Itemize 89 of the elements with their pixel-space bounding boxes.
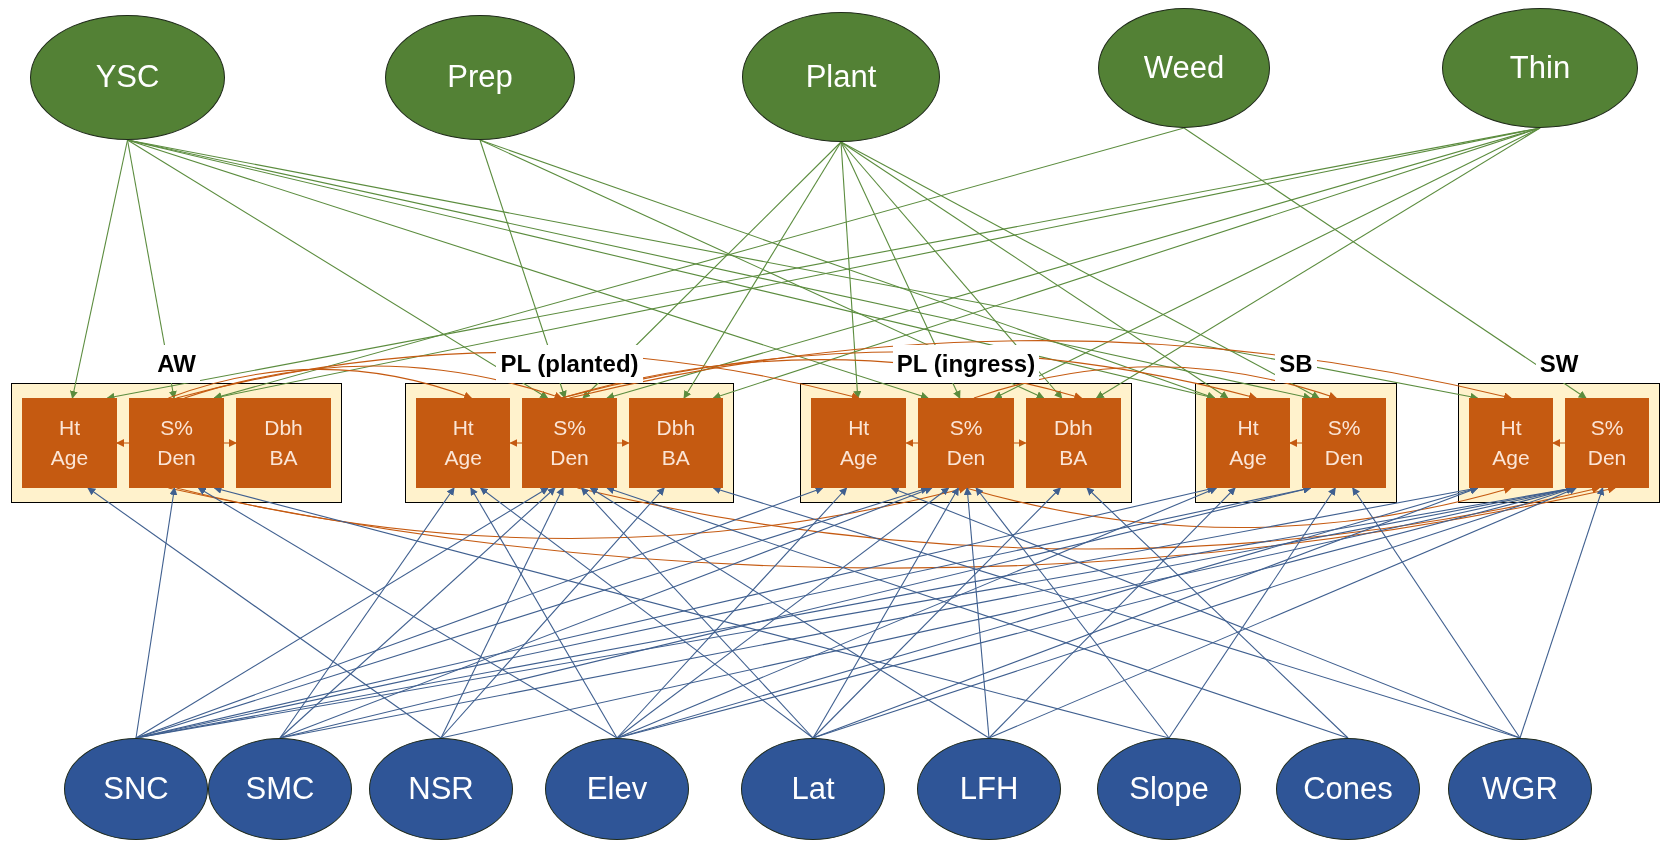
arrow — [1086, 487, 1349, 739]
arrow — [279, 487, 556, 739]
site-factor-ellipse: WGR — [1448, 738, 1592, 840]
arrow — [890, 486, 1521, 739]
arrow — [1519, 487, 1605, 739]
site-factor-ellipse: Elev — [545, 738, 689, 840]
site-factor-ellipse: SMC — [208, 738, 352, 840]
variable-box: Dbh BA — [236, 398, 331, 488]
arrow — [840, 141, 961, 399]
group-heading: PL (planted) — [496, 345, 643, 383]
treatment-ellipse: Thin — [1442, 8, 1638, 128]
variable-box: Dbh BA — [1025, 398, 1121, 488]
variable-box: S% Den — [1565, 398, 1649, 488]
arrow — [560, 359, 1083, 401]
arrow — [135, 487, 178, 739]
arrow — [581, 487, 814, 739]
arrow — [1552, 439, 1566, 447]
site-factor-ellipse: Cones — [1276, 738, 1420, 840]
arrow — [812, 487, 1061, 739]
arrow — [509, 439, 523, 447]
variable-box: Ht Age — [416, 398, 511, 488]
arrow — [116, 439, 130, 447]
arrow — [223, 439, 237, 447]
arrow — [988, 487, 1577, 739]
arrow — [126, 139, 549, 399]
site-factor-ellipse: SNC — [64, 738, 208, 840]
variable-box: Ht Age — [22, 398, 117, 488]
arrow — [1168, 487, 1336, 739]
arrow — [479, 139, 567, 399]
arrow — [840, 141, 862, 399]
arrow — [576, 485, 1600, 550]
arrow — [616, 439, 630, 447]
site-factor-ellipse: Slope — [1097, 738, 1241, 840]
arrow — [812, 487, 959, 739]
arrow — [479, 139, 1216, 400]
arrow — [606, 486, 1349, 739]
variable-box: S% Den — [522, 398, 617, 488]
arrow — [175, 485, 967, 540]
arrow — [167, 485, 1616, 569]
variable-box: Dbh BA — [628, 398, 723, 488]
variable-box: Ht Age — [811, 398, 907, 488]
arrow — [905, 439, 919, 447]
arrow — [440, 487, 665, 739]
arrow — [963, 487, 990, 739]
arrow — [616, 487, 1218, 739]
arrow — [183, 365, 563, 400]
variable-box: S% Den — [129, 398, 224, 488]
site-factor-ellipse: LFH — [917, 738, 1061, 840]
treatment-ellipse: Weed — [1098, 8, 1270, 128]
arrow — [683, 141, 842, 399]
arrow — [1095, 127, 1541, 399]
arrow — [175, 351, 860, 401]
arrow — [840, 141, 1320, 399]
site-factor-ellipse: NSR — [369, 738, 513, 840]
arrow — [479, 487, 814, 739]
arrow — [126, 139, 177, 399]
arrow — [1352, 487, 1521, 739]
variable-box: S% Den — [1302, 398, 1386, 488]
arrow — [1289, 439, 1303, 447]
variable-box: Ht Age — [1206, 398, 1290, 488]
arrow — [167, 368, 473, 400]
arrow — [470, 487, 618, 739]
variable-box: Ht Age — [1469, 398, 1553, 488]
arrow — [568, 340, 1512, 401]
arrow — [975, 487, 1170, 739]
arrow — [69, 139, 129, 399]
arrow — [279, 486, 933, 739]
treatment-ellipse: Prep — [385, 15, 575, 140]
treatment-ellipse: Plant — [742, 12, 940, 142]
arrow — [840, 141, 1063, 399]
arrow — [1183, 127, 1587, 399]
arrow — [582, 141, 842, 399]
variable-box: S% Den — [918, 398, 1014, 488]
arrow — [840, 141, 1229, 399]
site-factor-ellipse: Lat — [741, 738, 885, 840]
group-heading: PL (ingress) — [892, 345, 1040, 383]
arrow — [197, 487, 618, 739]
arrow — [988, 487, 1236, 739]
treatment-ellipse: YSC — [30, 15, 225, 140]
arrow — [589, 487, 990, 739]
arrow — [616, 487, 950, 739]
arrow — [279, 487, 455, 739]
arrow — [965, 485, 1512, 529]
arrow — [87, 487, 442, 739]
arrow — [973, 366, 1337, 400]
arrow — [135, 487, 549, 739]
arrow — [1013, 439, 1027, 447]
arrow — [479, 139, 1045, 399]
arrow — [440, 487, 564, 739]
